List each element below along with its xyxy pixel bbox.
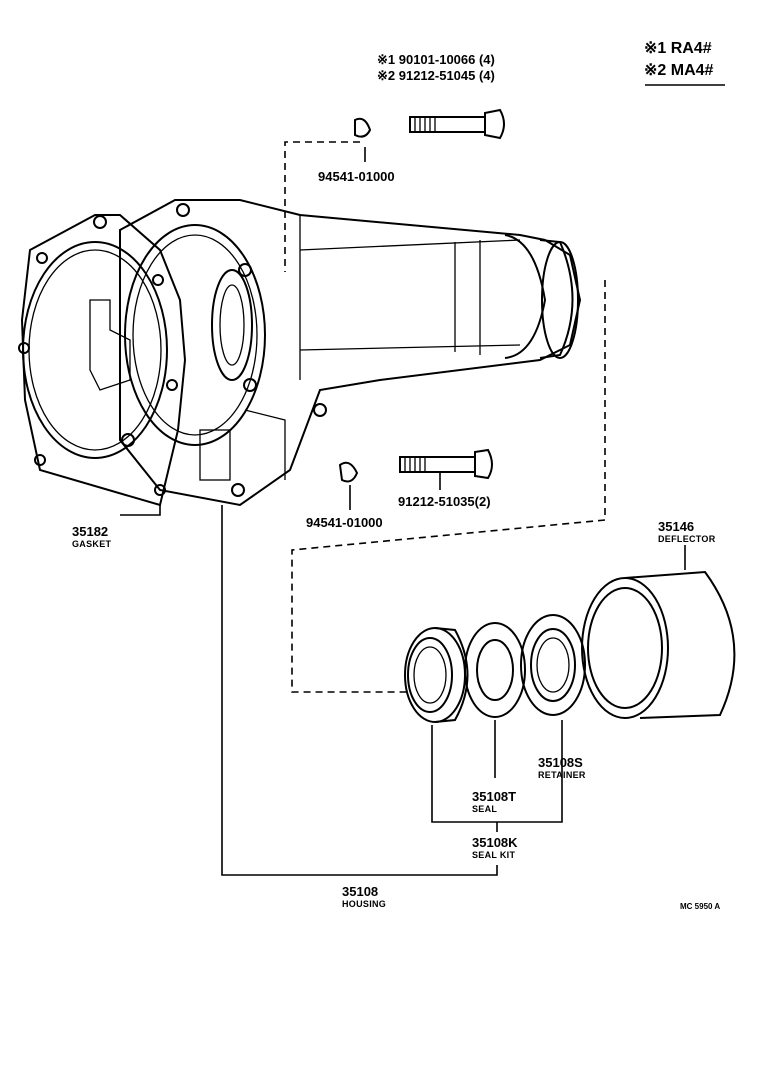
housing-number: 35108 (342, 884, 379, 899)
bottom-bolt-drawing (399, 448, 493, 480)
gasket-number: 35182 (72, 524, 109, 539)
housing-leader (221, 505, 498, 876)
gasket-leader (120, 505, 161, 516)
retainer-number: 35108S (538, 755, 583, 770)
deflector-name: DEFLECTOR (658, 534, 716, 544)
top-bolt-drawing (409, 108, 505, 140)
seal-kit-dashed-leader (291, 280, 606, 693)
top-bolt-label-2: ※2 91212-51045 (4) (377, 68, 495, 83)
ring-drawing (464, 622, 526, 718)
seal-drawing (404, 627, 469, 723)
gasket-drawing (18, 214, 187, 507)
seal-name: SEAL (472, 804, 498, 814)
washer-top-label: 94541-01000 (318, 169, 395, 184)
legend-line-2: ※2 MA4# (644, 62, 714, 79)
seal-kit-name: SEAL KIT (472, 850, 516, 860)
top-bolt-label-1: ※1 90101-10066 (4) (377, 52, 495, 67)
retainer-drawing (520, 614, 586, 716)
top-bolt-dashed-leader (284, 141, 360, 272)
deflector-number: 35146 (658, 519, 695, 534)
retainer-name: RETAINER (538, 770, 586, 780)
housing-drawing (119, 199, 582, 507)
washer-bottom-label: 94541-01000 (306, 515, 383, 530)
drawing-code: MC 5950 A (680, 902, 721, 911)
legend-line-1: ※1 RA4# (644, 40, 712, 57)
deflector-drawing (581, 570, 736, 719)
bottom-bolt-label: 91212-51035(2) (398, 494, 491, 509)
seal-number: 35108T (472, 789, 517, 804)
top-washer-drawing (354, 117, 372, 138)
gasket-name: GASKET (72, 539, 112, 549)
housing-name: HOUSING (342, 899, 387, 909)
seal-kit-number: 35108K (472, 835, 518, 850)
bottom-washer-drawing (338, 461, 359, 483)
